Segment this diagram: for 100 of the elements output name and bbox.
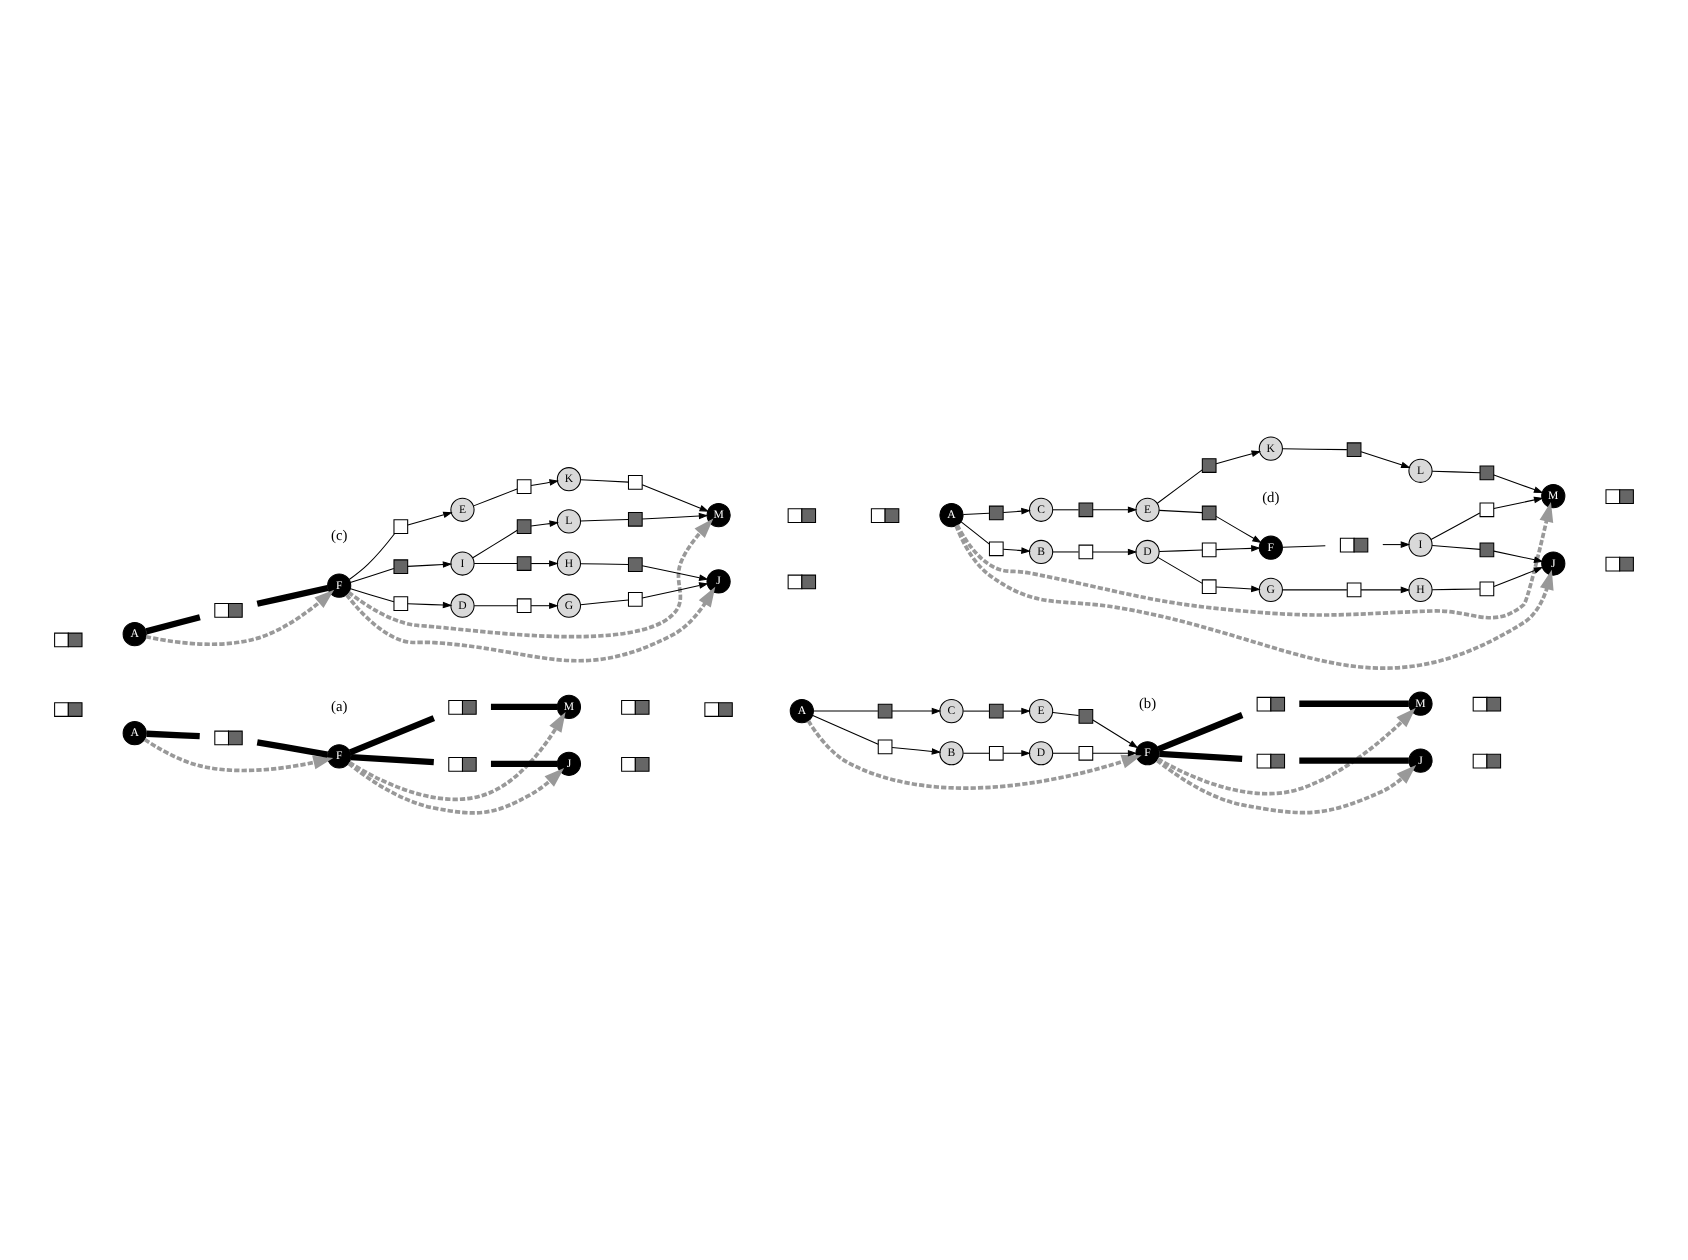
node-box <box>988 702 1004 718</box>
arrow <box>530 519 559 526</box>
arrow <box>1360 585 1411 593</box>
node-box <box>1078 543 1094 559</box>
arrow <box>530 601 559 609</box>
arrow <box>1156 758 1417 814</box>
label: (b) <box>1138 692 1157 711</box>
connector <box>812 713 879 744</box>
arrow <box>1493 549 1544 562</box>
connector <box>1282 447 1348 450</box>
node-box <box>393 595 409 610</box>
arrow <box>1493 495 1544 509</box>
connector <box>1431 587 1481 590</box>
arrow <box>1493 473 1544 492</box>
label: (c) <box>331 525 348 544</box>
connector <box>962 709 990 711</box>
arrow <box>641 581 709 598</box>
connector <box>1299 699 1409 706</box>
node-box <box>1346 581 1362 597</box>
node-box <box>1078 708 1094 723</box>
node-box <box>1201 578 1217 594</box>
connector <box>962 751 990 753</box>
arrow <box>347 761 565 814</box>
connector <box>348 714 436 755</box>
arrow <box>641 564 709 580</box>
arrow <box>1215 584 1261 592</box>
connector <box>1282 544 1326 547</box>
arrow <box>345 585 716 662</box>
node-box <box>516 597 532 613</box>
connector <box>1159 749 1243 762</box>
arrow <box>1215 514 1262 543</box>
node-box <box>1078 501 1094 517</box>
arrow <box>143 737 334 772</box>
connector <box>1052 508 1080 510</box>
connector <box>1052 710 1080 716</box>
connector <box>580 517 629 521</box>
label: (d) <box>1262 487 1280 506</box>
node-box <box>1479 464 1495 480</box>
connector <box>580 562 629 565</box>
arrow <box>891 706 942 714</box>
node-box <box>877 738 893 754</box>
connector <box>1282 588 1348 590</box>
arrow <box>641 483 710 511</box>
arrow <box>1215 449 1262 464</box>
arrow <box>530 478 559 486</box>
arrow <box>806 719 1142 789</box>
arrow <box>145 588 335 646</box>
connector <box>473 487 518 506</box>
node-box <box>393 558 409 574</box>
arrow <box>1157 707 1416 795</box>
node-box <box>1201 541 1217 557</box>
connector <box>256 738 329 757</box>
connector <box>1156 468 1203 503</box>
connector <box>490 702 558 710</box>
arrow <box>955 500 1554 619</box>
arrow <box>891 746 942 754</box>
connector <box>472 528 518 558</box>
arrow <box>1493 566 1544 587</box>
arrow <box>1382 540 1411 547</box>
node-box <box>1479 501 1495 517</box>
arrow <box>407 510 453 525</box>
connector <box>473 604 518 606</box>
node-box <box>627 556 643 571</box>
arrow <box>530 559 559 566</box>
node-box <box>1201 457 1217 472</box>
node-box <box>1078 744 1094 760</box>
arrow <box>641 511 709 519</box>
node-box <box>988 744 1004 760</box>
connector <box>1052 550 1080 552</box>
connector <box>256 583 329 606</box>
arrow <box>348 710 566 801</box>
arrow <box>347 517 714 638</box>
connector <box>145 613 201 634</box>
arrow <box>1092 748 1138 756</box>
connector <box>350 752 434 765</box>
connector <box>1430 511 1481 539</box>
node-box <box>988 540 1004 556</box>
node-box <box>1479 580 1495 596</box>
arrow <box>1092 718 1139 748</box>
arrow <box>1002 748 1031 756</box>
node-box <box>627 591 643 606</box>
node-box <box>1201 504 1217 520</box>
connector <box>473 562 518 564</box>
node-box <box>877 702 893 718</box>
connector <box>490 759 558 766</box>
node-box <box>516 478 532 493</box>
node-box <box>1346 441 1362 457</box>
connector <box>146 729 200 739</box>
connector <box>349 567 395 582</box>
arrow <box>954 524 1554 669</box>
connector <box>1158 548 1203 552</box>
label: (a) <box>331 695 348 714</box>
node-box <box>988 504 1004 520</box>
connector <box>1157 711 1244 752</box>
node-box <box>627 510 643 526</box>
arrow <box>407 560 453 567</box>
node-box <box>1479 541 1495 557</box>
arrow <box>1215 544 1261 551</box>
connector <box>1299 756 1409 763</box>
connector <box>1158 508 1203 513</box>
